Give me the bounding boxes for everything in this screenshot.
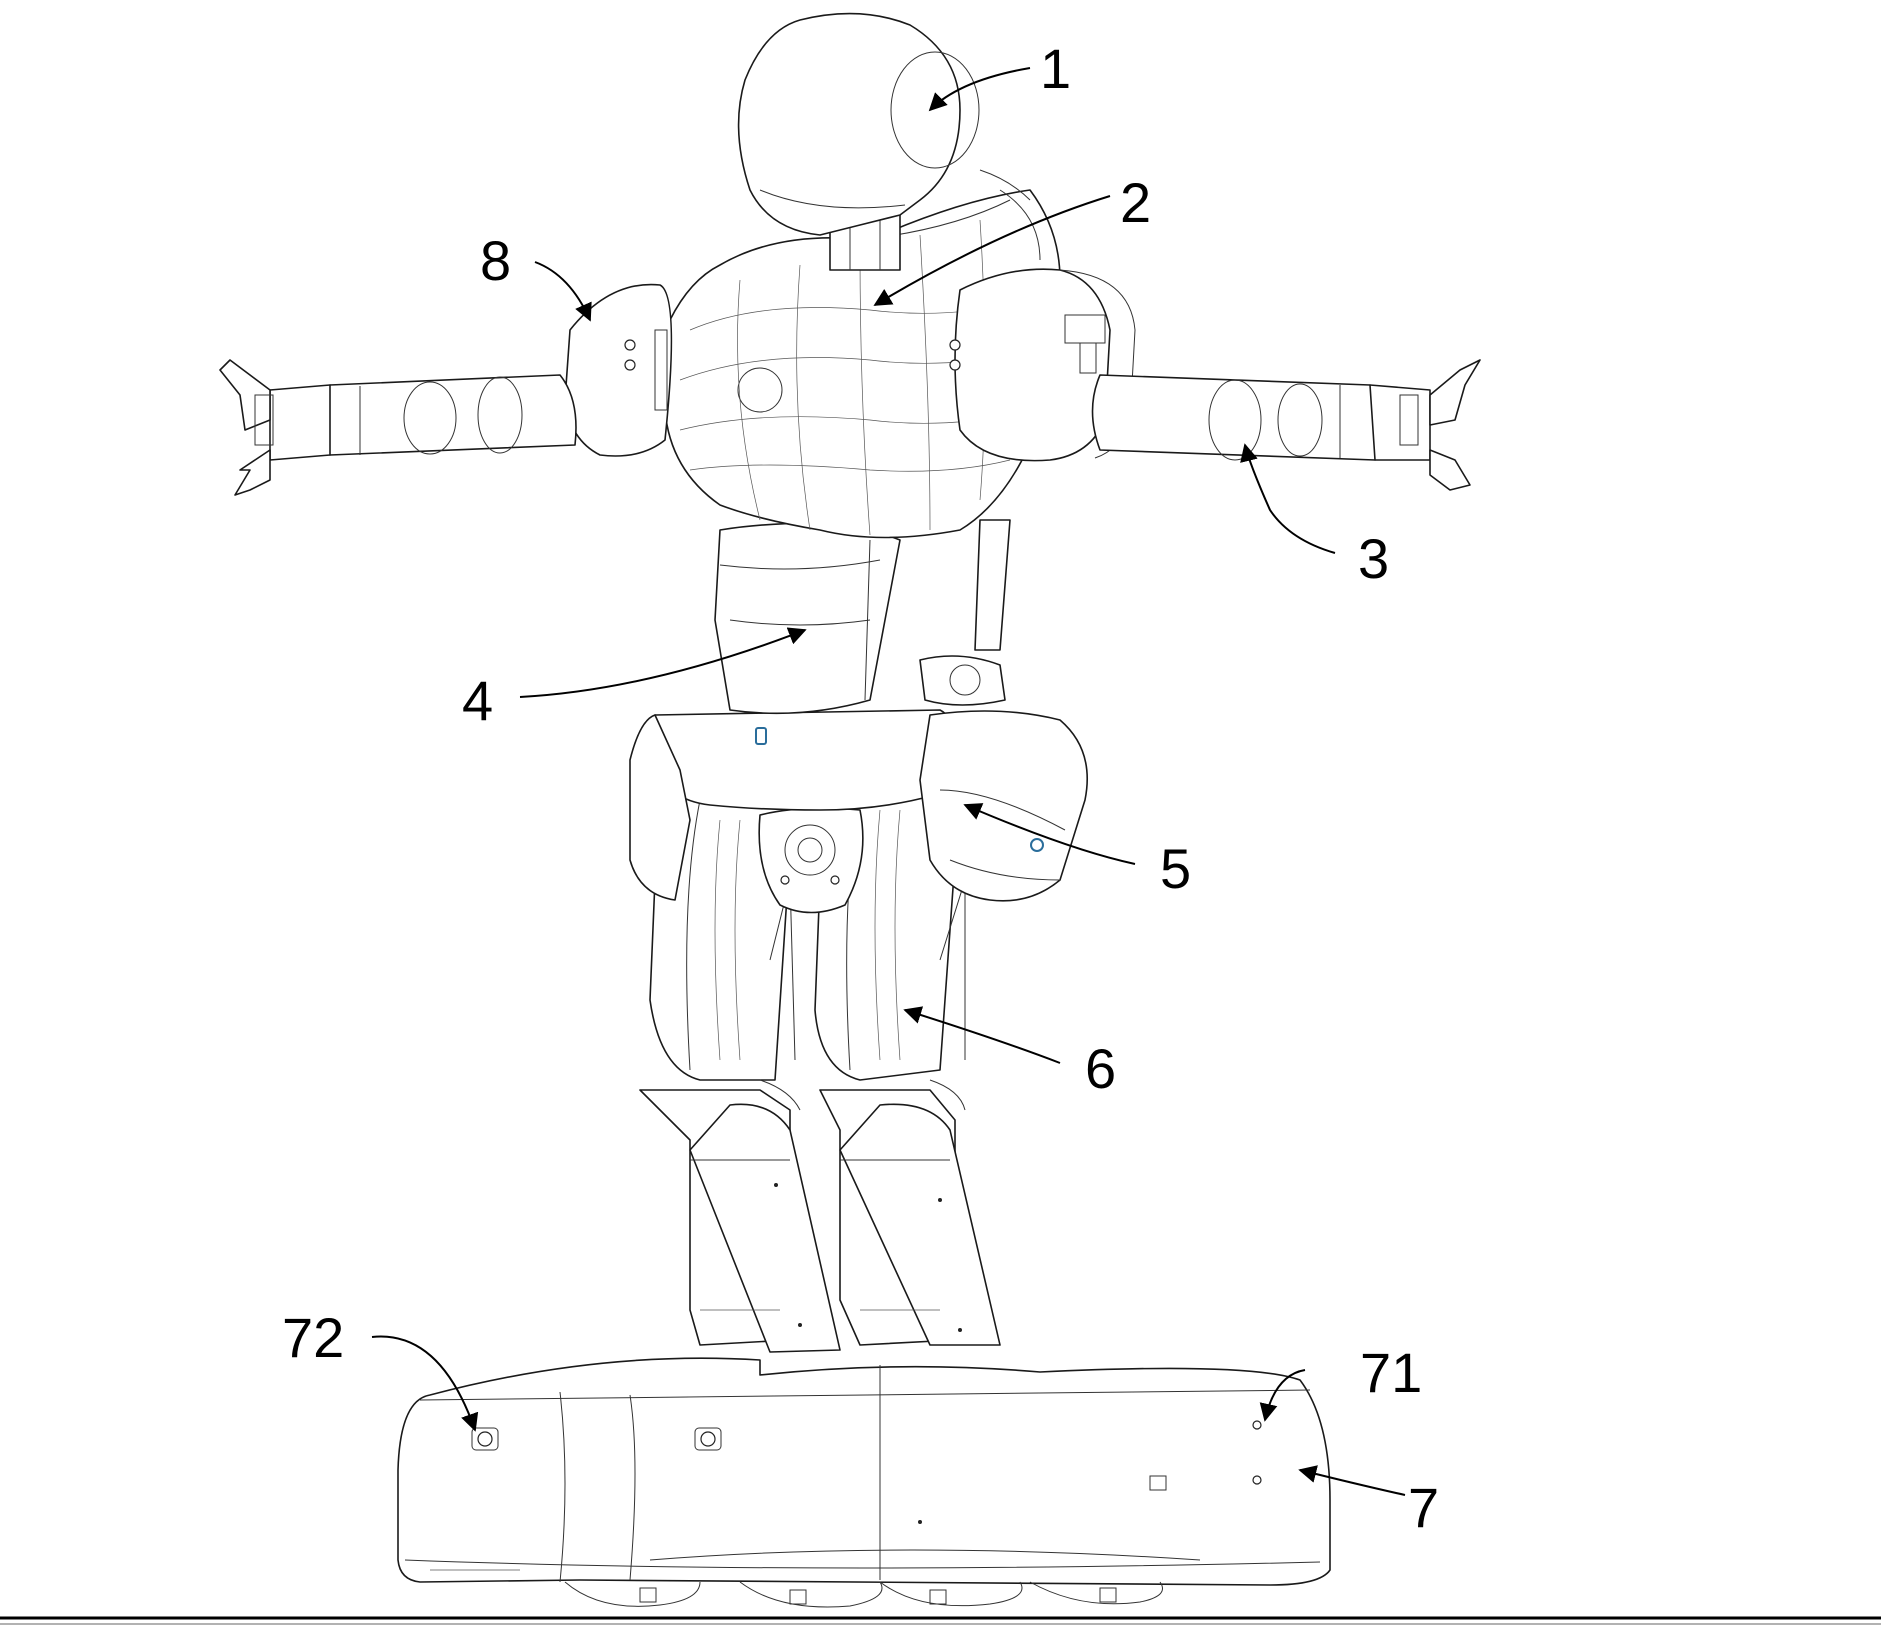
omni-wheels: [564, 1581, 1163, 1608]
label-72: 72: [282, 1306, 344, 1369]
waist-4: [714, 519, 1011, 715]
right-arm-3: [1091, 359, 1481, 491]
chassis-base: [397, 1357, 1331, 1586]
leader-lines: [371, 67, 1406, 1496]
front-camera-72: [471, 1427, 722, 1451]
label-1: 1: [1040, 37, 1071, 100]
label-3: 3: [1358, 527, 1389, 590]
label-71: 71: [1360, 1341, 1422, 1404]
label-7: 7: [1408, 1476, 1439, 1539]
hip-joint: [758, 807, 864, 914]
head-1: [737, 12, 980, 236]
ground-line: [0, 1616, 1881, 1625]
left-arm: [219, 359, 577, 496]
label-2: 2: [1120, 171, 1151, 234]
label-8: 8: [480, 229, 511, 292]
label-5: 5: [1160, 837, 1191, 900]
label-6: 6: [1085, 1037, 1116, 1100]
label-4: 4: [462, 669, 493, 732]
hip-housing-5: [629, 709, 1088, 902]
lower-legs: [639, 1089, 1001, 1353]
reference-labels: 1 2 8 3 4 5 6 72 71 7: [282, 37, 1439, 1539]
shoulders-8: [564, 268, 1136, 462]
